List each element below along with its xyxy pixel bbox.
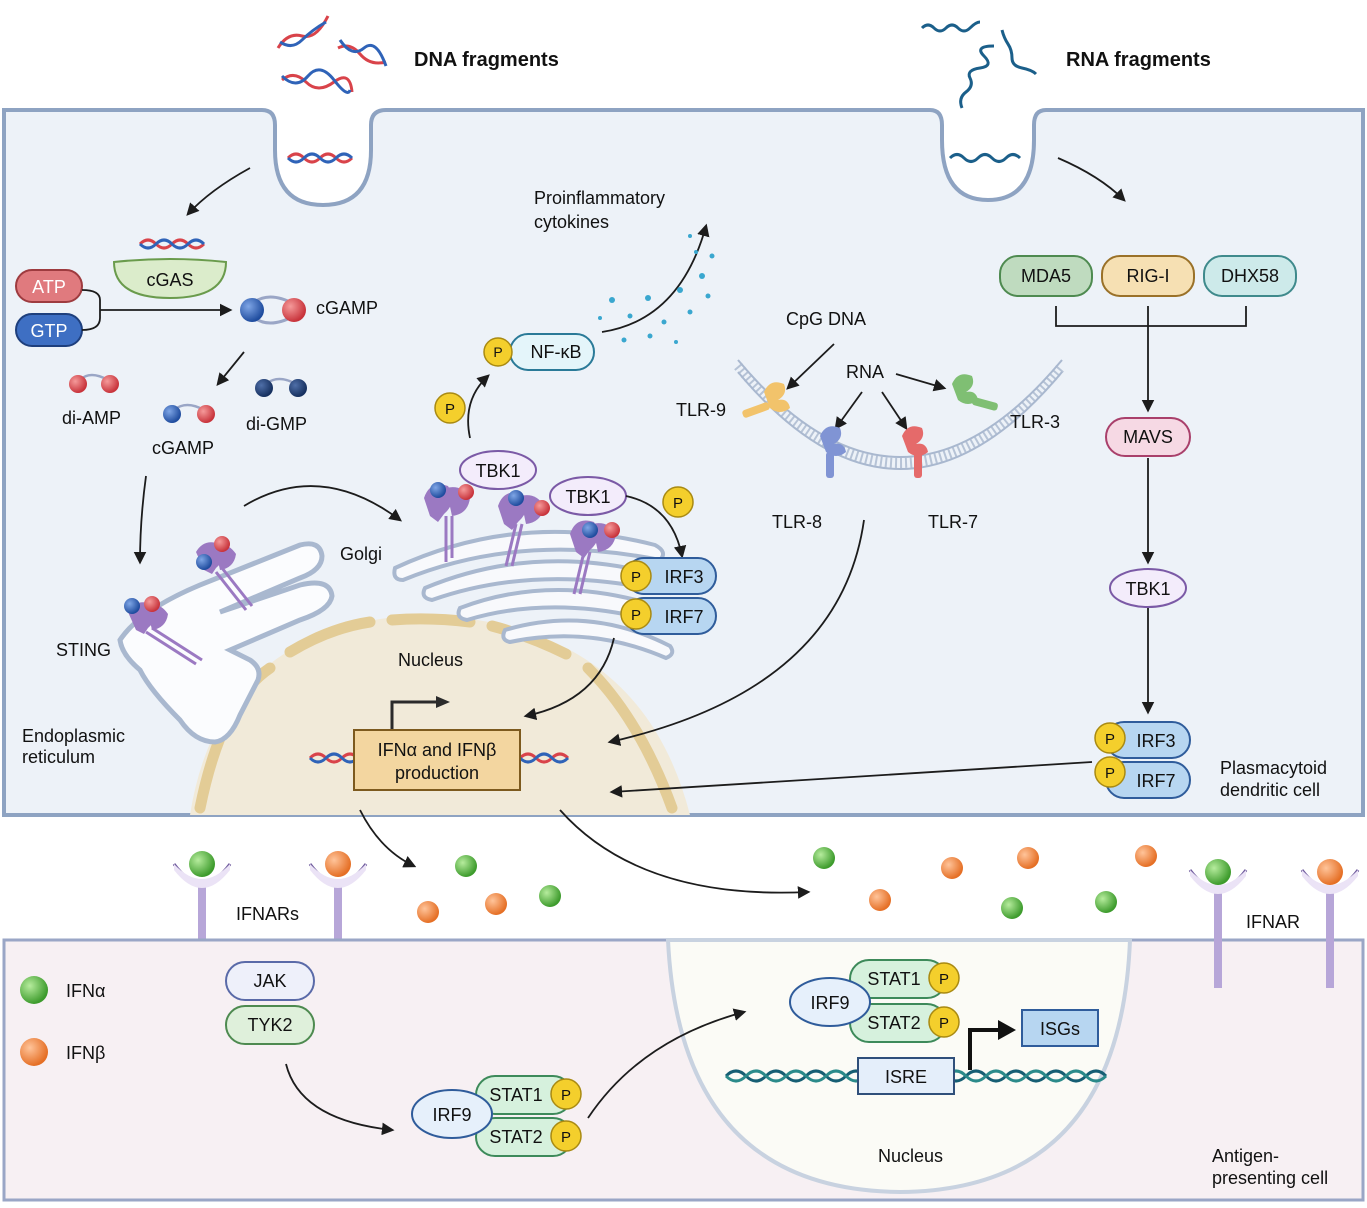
stat1-lower-label: STAT1 (489, 1085, 542, 1105)
endoplasmic-reticulum (117, 541, 335, 745)
irf3-left-label: IRF3 (664, 567, 703, 587)
tbk1-right-label: TBK1 (1125, 579, 1170, 599)
cpg-dna-label: CpG DNA (786, 309, 866, 329)
dna-fragments-icon (276, 15, 388, 94)
cgas-label: cGAS (146, 270, 193, 290)
tlr9-label: TLR-9 (676, 400, 726, 420)
isgs-label: ISGs (1040, 1019, 1080, 1039)
ifnar-receptors-left (172, 851, 368, 982)
cgamp-mid-label: cGAMP (152, 438, 214, 458)
nfkb-phospho: P (493, 344, 502, 360)
jak-label: JAK (253, 971, 286, 991)
dhx58-label: DHX58 (1221, 266, 1279, 286)
di-amp-label: di-AMP (62, 408, 121, 428)
tyk2-label: TYK2 (247, 1015, 292, 1035)
irf7-left-label: IRF7 (664, 607, 703, 627)
irf9-nuclear-label: IRF9 (810, 993, 849, 1013)
sting-on-golgi-icon (424, 482, 620, 595)
nucleus-upper-label: Nucleus (398, 650, 463, 670)
rna-fragments-label: RNA fragments (1066, 49, 1211, 71)
stat2-lower-label: STAT2 (489, 1127, 542, 1147)
stat1-nuclear-label: STAT1 (867, 969, 920, 989)
ifnars-label: IFNARs (236, 904, 299, 924)
stat1-nuclear-phospho: P (939, 971, 949, 988)
irf7-left-phospho: P (631, 607, 641, 624)
nucleus-lower-label: Nucleus (878, 1146, 943, 1166)
sting-on-er-icon (124, 536, 254, 666)
apc-label-line1: Antigen- (1212, 1146, 1279, 1166)
apc-label-line2: presenting cell (1212, 1168, 1328, 1188)
cgamp-molecule-icon (240, 295, 306, 325)
ifnar-receptors-right (1188, 859, 1360, 988)
irf7-right-label: IRF7 (1136, 771, 1175, 791)
ifn-production-line2: production (395, 763, 479, 783)
tlr7-label: TLR-7 (928, 512, 978, 532)
stat2-nuclear-phospho: P (939, 1015, 949, 1032)
cytokine-particles-icon (598, 234, 715, 344)
irf3-left-phospho: P (631, 569, 641, 586)
tlr7-receptor-icon (902, 426, 928, 478)
tlr9-receptor-icon (742, 382, 790, 418)
mda5-label: MDA5 (1021, 266, 1071, 286)
rigi-label: RIG-I (1127, 266, 1170, 286)
pdc-label-line1: Plasmacytoid (1220, 758, 1327, 778)
atp-label: ATP (32, 277, 66, 297)
gtp-label: GTP (30, 321, 67, 341)
rna-label: RNA (846, 362, 884, 382)
phospho-free-1: P (445, 401, 455, 418)
nfkb-label: NF-κB (531, 342, 582, 362)
proinflammatory-label-line1: Proinflammatory (534, 188, 665, 208)
rna-in-endocytic-pit-icon (948, 153, 1022, 163)
tlr8-receptor-icon (820, 426, 846, 478)
ifn-production-line1: IFNα and IFNβ (378, 740, 497, 760)
tbk1-second-label: TBK1 (565, 487, 610, 507)
di-gmp-molecule-icon (255, 377, 307, 397)
tbk1-upper-label: TBK1 (475, 461, 520, 481)
er-label-line2: reticulum (22, 747, 95, 767)
legend-ifn-alpha: IFNα (66, 981, 105, 1001)
cgas-enzyme: cGAS (112, 238, 228, 300)
ifn-gene-dna-icon (308, 752, 570, 764)
pdc-label-line2: dendritic cell (1220, 780, 1320, 800)
stat2-nuclear-label: STAT2 (867, 1013, 920, 1033)
dna-fragments-label: DNA fragments (414, 49, 559, 71)
di-gmp-label: di-GMP (246, 414, 307, 434)
sting-label: STING (56, 640, 111, 660)
phospho-free-2: P (673, 495, 683, 512)
mavs-label: MAVS (1123, 427, 1173, 447)
tlr3-label: TLR-3 (1010, 412, 1060, 432)
stat1-lower-phospho: P (561, 1087, 571, 1104)
cgamp-top-label: cGAMP (316, 298, 378, 318)
cgamp-mid-molecule-icon (163, 403, 215, 423)
tlr8-label: TLR-8 (772, 512, 822, 532)
irf3-right-phospho: P (1105, 731, 1115, 748)
stat2-lower-phospho: P (561, 1129, 571, 1146)
legend-ifn-beta: IFNβ (66, 1043, 105, 1063)
irf7-right-phospho: P (1105, 765, 1115, 782)
rna-fragments-icon (920, 20, 1038, 109)
tlr3-receptor-icon (952, 374, 998, 411)
irf3-right-label: IRF3 (1136, 731, 1175, 751)
dna-in-endocytic-pit-icon (286, 152, 354, 164)
er-label-line1: Endoplasmic (22, 726, 125, 746)
ifn-molecules-free (417, 845, 1157, 923)
proinflammatory-label-line2: cytokines (534, 212, 609, 232)
isre-label: ISRE (885, 1067, 927, 1087)
di-amp-molecule-icon (69, 373, 119, 393)
golgi-label: Golgi (340, 544, 382, 564)
ifnar-label: IFNAR (1246, 912, 1300, 932)
irf9-lower-label: IRF9 (432, 1105, 471, 1125)
